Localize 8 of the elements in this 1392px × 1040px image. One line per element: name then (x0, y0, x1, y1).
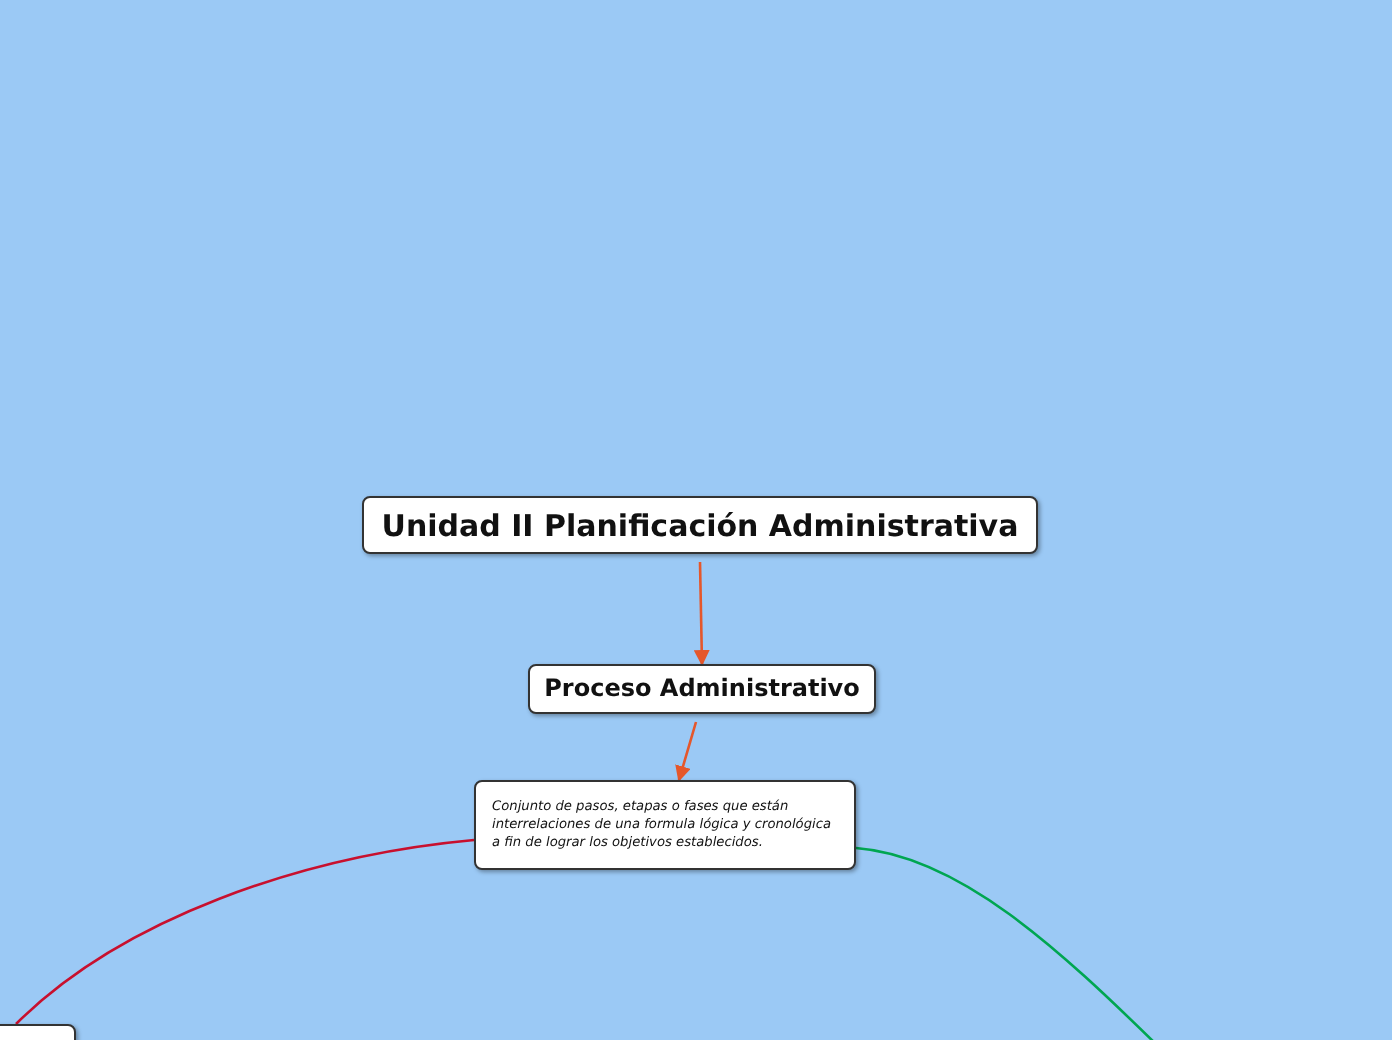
topic-label: Proceso Administrativo (544, 674, 860, 704)
topic-label: Unidad II Planificación Administrativa (381, 507, 1019, 543)
note-box (474, 780, 856, 870)
connector (675, 721, 698, 782)
connector (693, 561, 710, 666)
title-box (362, 496, 1038, 554)
connector (15, 838, 475, 1025)
topic-box (528, 664, 876, 714)
